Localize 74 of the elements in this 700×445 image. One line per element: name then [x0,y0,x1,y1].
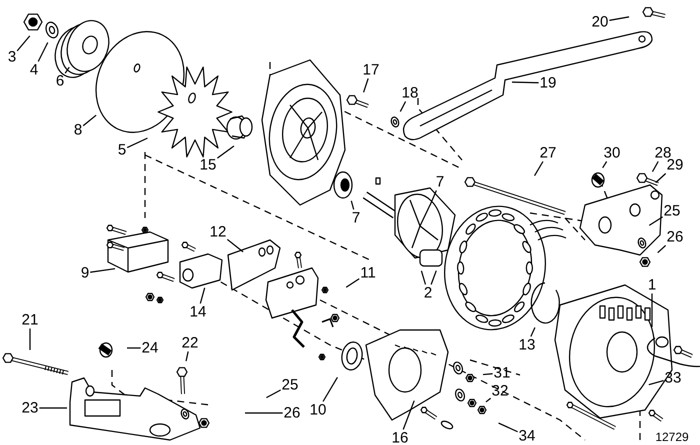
callout-number: 25 [662,202,682,220]
callout-number: 8 [72,122,84,138]
callout-number: 19 [538,74,558,92]
leader-line [363,78,369,92]
leader-line [609,16,630,21]
callout-number: 23 [20,400,40,416]
callout-number: 14 [188,304,208,320]
leader-line [402,400,415,430]
leader-line [429,190,437,206]
leader-line [16,35,30,52]
callout-number: 22 [180,334,200,352]
callout-number: 34 [518,428,536,444]
leader-line [226,238,244,252]
leader-line [512,82,539,84]
callout-number: 6 [54,72,66,90]
leader-line [657,245,666,254]
callout-number: 30 [602,144,622,162]
leader-line [648,216,663,226]
callout-number: 15 [198,156,218,174]
leader-line [420,270,426,285]
leader-line [127,347,141,349]
callout-number: 29 [666,156,684,174]
callout-number: 5 [116,142,128,158]
leader-line [64,66,70,74]
callout-number: 26 [666,228,684,246]
callout-number: 13 [518,336,536,354]
leader-line [185,351,189,362]
leader-line [486,398,492,402]
leader-line [655,173,666,184]
callout-number: 17 [362,62,380,78]
leader-line [39,407,67,409]
callout-number: 25 [280,376,300,394]
leader-line [534,161,544,176]
callout-number: 7 [350,210,362,226]
leader-line [38,42,48,62]
leader-line [216,145,234,159]
leader-line [652,161,659,172]
callout-number: 21 [20,312,40,328]
leader-line [498,422,518,432]
drawing-number: 12729 [655,430,689,444]
leader-line [430,270,437,285]
leader-line [400,101,406,112]
leader-line [530,327,536,337]
callout-number: 7 [434,174,446,190]
callout-number: 32 [490,382,510,400]
leader-line [602,161,608,168]
callout-number: 12 [208,224,228,240]
leader-line [346,278,360,288]
leader-line [245,412,283,414]
callout-number: 16 [390,430,410,445]
callout-number: 18 [400,84,420,102]
leader-line [90,268,116,273]
leader-line [350,200,354,210]
leader-line [266,389,281,398]
callout-number: 24 [140,340,160,356]
callout-number: 3 [6,48,18,66]
callout-number: 9 [80,264,90,282]
callout-number: 20 [590,14,610,30]
callout-number: 1 [646,276,658,294]
callout-number: 11 [359,264,377,282]
leader-line [82,114,97,126]
leader-line [200,288,206,304]
callout-number: 10 [308,402,328,418]
callout-number: 2 [422,284,434,302]
leader-line [322,377,338,402]
leader-line [648,380,664,386]
callout-number: 4 [28,62,40,78]
leader-line [29,328,31,350]
callout-number: 27 [538,144,558,162]
leader-line [126,138,148,148]
callout-number: 31 [492,364,512,382]
callout-number: 26 [282,404,302,422]
leader-line [482,373,493,376]
callout-number: 33 [664,370,682,386]
